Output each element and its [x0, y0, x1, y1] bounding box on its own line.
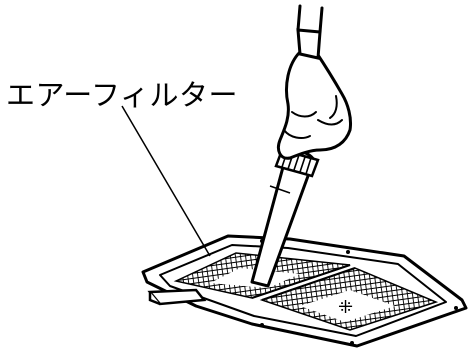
svg-text:⁜: ⁜ — [338, 297, 353, 318]
filter-pull-tab — [150, 290, 204, 304]
glove-cuff — [298, 6, 322, 58]
gloved-hand — [278, 52, 350, 158]
callout-leader-line — [122, 106, 210, 256]
air-filter-label: エアーフィルター — [6, 72, 238, 114]
